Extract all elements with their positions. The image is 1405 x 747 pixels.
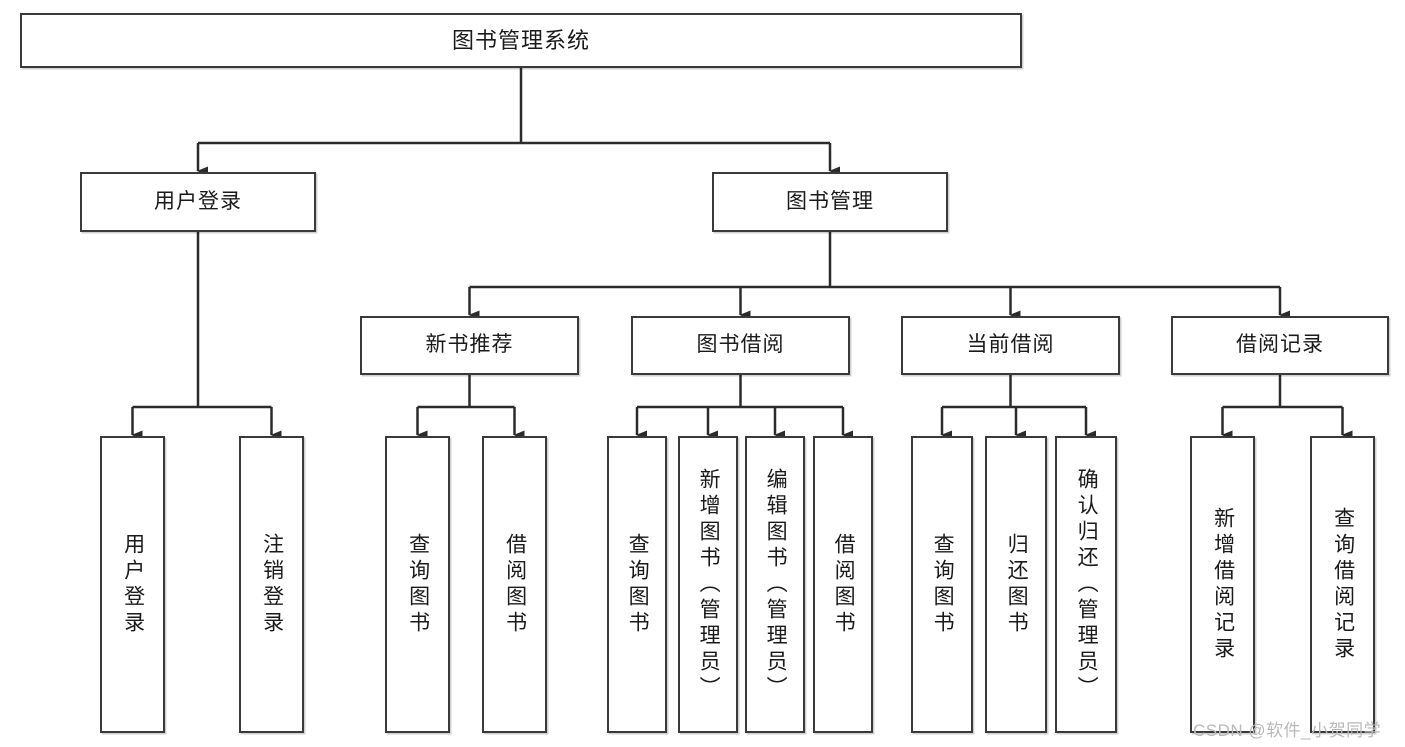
node-book_manage[interactable]: 图书管理 (712, 172, 948, 232)
node-label-leaf_brw_query: 查询图书 (626, 532, 650, 637)
node-book_borrow[interactable]: 图书借阅 (631, 316, 850, 375)
node-leaf_rec_search[interactable]: 查询借阅记录 (1310, 436, 1375, 733)
node-label-leaf_rec_search: 查询借阅记录 (1331, 506, 1355, 663)
node-leaf_rec_borrow[interactable]: 借阅图书 (482, 436, 547, 733)
node-label-book_manage: 图书管理 (786, 189, 874, 213)
node-leaf_brw_query[interactable]: 查询图书 (607, 436, 667, 733)
node-label-leaf_cur_confirm: 确认归还（管理员） (1075, 467, 1099, 702)
node-leaf_logout[interactable]: 注销登录 (239, 436, 304, 733)
node-label-leaf_user_login: 用户登录 (121, 532, 145, 637)
node-label-leaf_brw_edit: 编辑图书（管理员） (764, 467, 788, 702)
node-label-leaf_brw_borrow: 借阅图书 (832, 532, 856, 637)
node-leaf_cur_query[interactable]: 查询图书 (911, 436, 973, 733)
node-user_login[interactable]: 用户登录 (80, 172, 316, 232)
node-leaf_rec_add[interactable]: 新增借阅记录 (1190, 436, 1255, 733)
node-label-new_book_rec: 新书推荐 (425, 333, 514, 357)
node-borrow_record[interactable]: 借阅记录 (1171, 316, 1389, 375)
node-root[interactable]: 图书管理系统 (20, 13, 1022, 68)
node-label-leaf_rec_add: 新增借阅记录 (1211, 506, 1235, 663)
node-new_book_rec[interactable]: 新书推荐 (360, 316, 579, 375)
node-label-borrow_record: 借阅记录 (1236, 333, 1324, 357)
node-label-leaf_logout: 注销登录 (260, 532, 284, 637)
node-current_borrow[interactable]: 当前借阅 (901, 316, 1120, 375)
node-label-leaf_brw_add: 新增图书（管理员） (697, 467, 721, 702)
node-label-leaf_rec_borrow: 借阅图书 (503, 532, 527, 637)
node-label-user_login: 用户登录 (154, 189, 242, 213)
node-leaf_rec_query[interactable]: 查询图书 (385, 436, 450, 733)
node-leaf_user_login[interactable]: 用户登录 (100, 436, 165, 733)
node-leaf_brw_edit[interactable]: 编辑图书（管理员） (745, 436, 805, 733)
node-label-book_borrow: 图书借阅 (696, 333, 785, 357)
csdn-watermark: CSDN @软件_小贺同学 (1193, 721, 1382, 740)
node-leaf_cur_confirm[interactable]: 确认归还（管理员） (1055, 436, 1117, 733)
edges-group (131, 68, 1353, 440)
node-leaf_cur_return[interactable]: 归还图书 (985, 436, 1047, 733)
node-label-leaf_cur_return: 归还图书 (1005, 532, 1029, 637)
node-label-root: 图书管理系统 (451, 27, 590, 53)
node-label-leaf_rec_query: 查询图书 (406, 532, 430, 637)
node-leaf_brw_borrow[interactable]: 借阅图书 (813, 436, 873, 733)
node-label-current_borrow: 当前借阅 (966, 333, 1055, 357)
node-leaf_brw_add[interactable]: 新增图书（管理员） (678, 436, 738, 733)
node-label-leaf_cur_query: 查询图书 (931, 532, 955, 637)
